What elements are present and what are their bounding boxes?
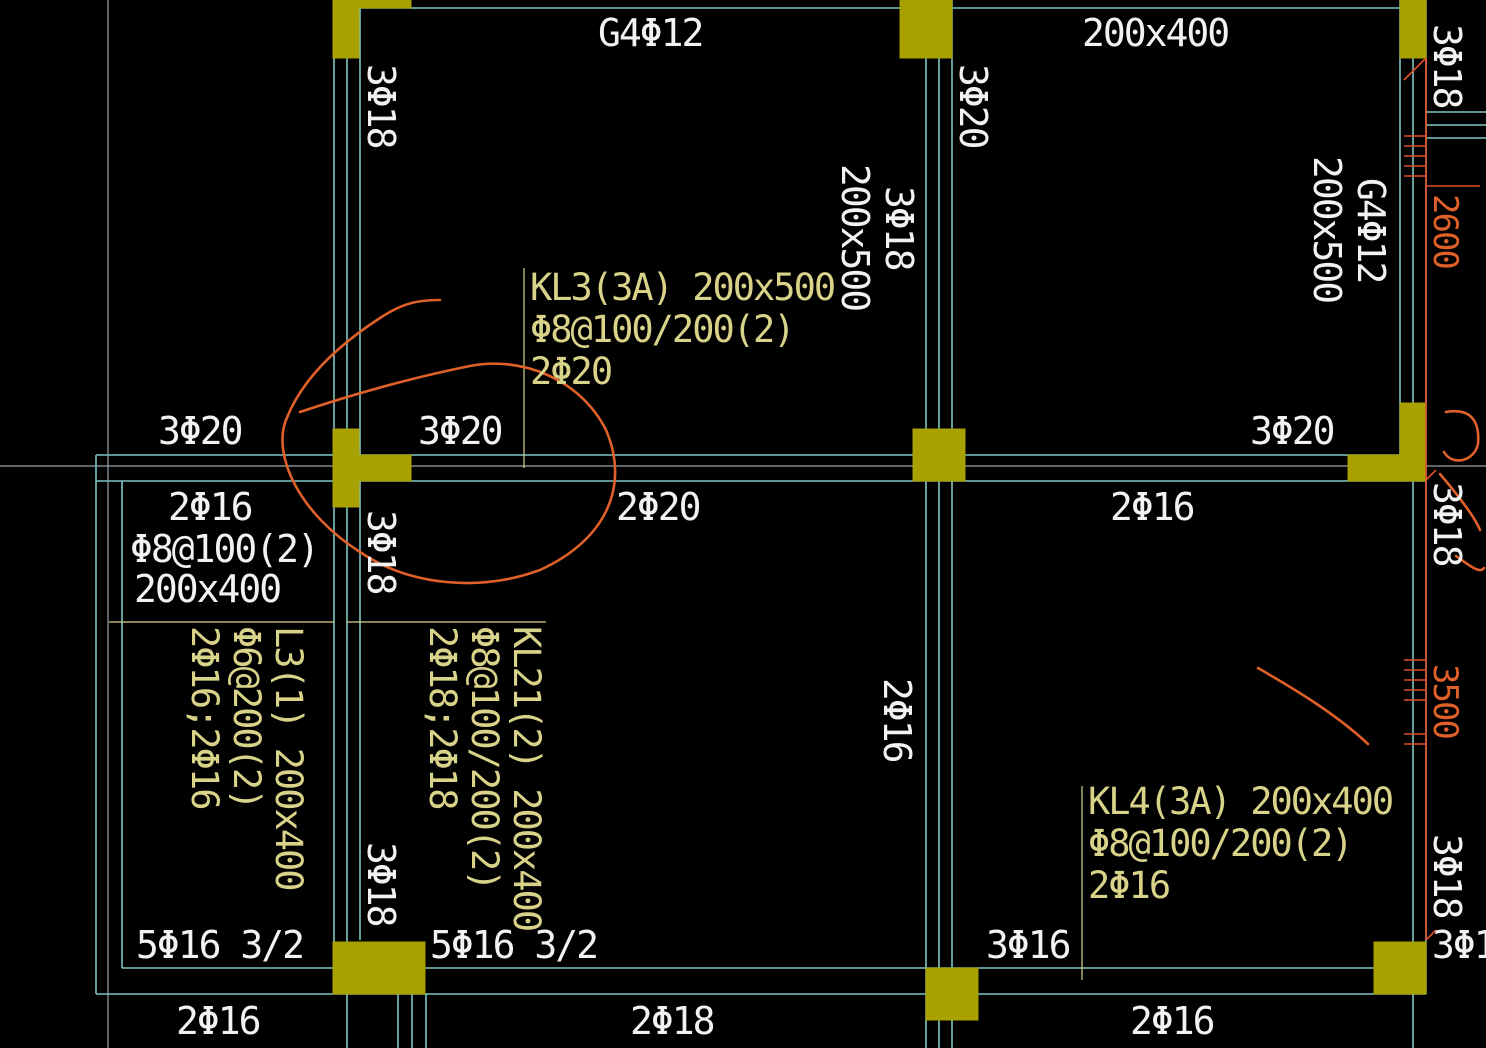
- column-bottom-center: [925, 967, 979, 1021]
- kl4-title: KL4(3A) 200x400: [1088, 780, 1392, 823]
- column-top-left: [332, 0, 360, 59]
- dim-3500: 3500: [1425, 664, 1465, 738]
- dimension-line: [1403, 57, 1480, 941]
- label-3phi20-b: 3Φ20: [418, 409, 502, 453]
- label-left-col-3phi18-c: 3Φ18: [359, 842, 403, 926]
- kl21-stirrup: Φ8@100/200(2): [463, 626, 506, 890]
- column-top-mid: [899, 0, 953, 59]
- label-200x400-left: 200x400: [134, 567, 280, 611]
- column-mid-right-arm: [1347, 454, 1401, 482]
- label-top-200x400: 200x400: [1082, 11, 1228, 55]
- label-right-top-3phi18: 3Φ18: [1425, 24, 1469, 108]
- kl21-bars: 2Φ18;2Φ18: [421, 626, 464, 808]
- label-3phi20-a: 3Φ20: [158, 409, 242, 453]
- label-right-g4: G4Φ12: [1349, 178, 1393, 282]
- kl3-title: KL3(3A) 200x500: [530, 266, 834, 309]
- column-mid-right: [1399, 402, 1427, 482]
- label-3phi20-c: 3Φ20: [1250, 409, 1334, 453]
- column-mid-left: [332, 428, 360, 508]
- label-5phi16-b: 5Φ16 3/2: [430, 923, 597, 967]
- l3-stirrup: Φ6@200(2): [225, 626, 268, 808]
- column-top-right: [1399, 0, 1427, 59]
- horizontal-labels: G4Φ12 200x400 KL3(3A) 200x500 Φ8@100/200…: [130, 11, 1486, 1043]
- beam-outlines: [95, 0, 1486, 1048]
- l3-bars: 2Φ16;2Φ16: [183, 626, 226, 808]
- kl4-bars: 2Φ16: [1088, 864, 1169, 907]
- label-3phi16-b: 3Φ16: [1432, 923, 1486, 967]
- column-mid-center: [912, 428, 966, 482]
- vertical-labels: 3Φ18 3Φ20 3Φ18 200x500 G4Φ12 200x500 3Φ1…: [183, 24, 1469, 930]
- l3-title: L3(1) 200x400: [267, 626, 310, 890]
- markup-annotations: [281, 298, 1486, 746]
- label-2phi16-right: 2Φ16: [1110, 485, 1194, 529]
- column-top-left-cap: [358, 0, 412, 9]
- columns: [332, 0, 1427, 1021]
- kl3-bars: 2Φ20: [530, 350, 611, 393]
- column-bottom-left: [332, 941, 426, 995]
- label-foot-2phi16-a: 2Φ16: [176, 999, 260, 1043]
- column-bottom-right: [1373, 941, 1427, 995]
- kl3-stirrup: Φ8@100/200(2): [530, 308, 794, 351]
- label-left-col-3phi18-b: 3Φ18: [359, 510, 403, 594]
- label-mid-200x500: 200x500: [833, 164, 877, 310]
- label-5phi16-a: 5Φ16 3/2: [136, 923, 303, 967]
- label-mid-2phi16: 2Φ16: [875, 678, 919, 762]
- label-2phi20: 2Φ20: [616, 485, 700, 529]
- markup-circle: [281, 298, 617, 585]
- markup-right-fragment-3: [1454, 554, 1486, 572]
- label-top-g4: G4Φ12: [598, 11, 702, 55]
- dim-2600: 2600: [1425, 194, 1465, 268]
- label-stirrup-left: Φ8@100(2): [130, 527, 318, 571]
- markup-right-fragment: [1442, 409, 1480, 462]
- markup-slash: [1256, 666, 1370, 746]
- label-foot-2phi18: 2Φ18: [630, 999, 714, 1043]
- label-right-3phi18-b: 3Φ18: [1425, 482, 1469, 566]
- kl4-stirrup: Φ8@100/200(2): [1088, 822, 1352, 865]
- label-3phi16-a: 3Φ16: [986, 923, 1070, 967]
- label-foot-2phi16-b: 2Φ16: [1130, 999, 1214, 1043]
- label-mid-col-3phi20: 3Φ20: [951, 64, 995, 148]
- column-mid-left-arm: [358, 454, 412, 482]
- markup-right-fragment-2: [1438, 472, 1482, 532]
- label-mid-3phi18: 3Φ18: [877, 186, 921, 270]
- label-right-3phi18-c: 3Φ18: [1425, 834, 1469, 918]
- label-left-col-3phi18: 3Φ18: [359, 64, 403, 148]
- kl21-title: KL21(2) 200x400: [505, 626, 548, 930]
- label-right-200x500: 200x500: [1305, 156, 1349, 302]
- label-2phi16-left: 2Φ16: [168, 485, 252, 529]
